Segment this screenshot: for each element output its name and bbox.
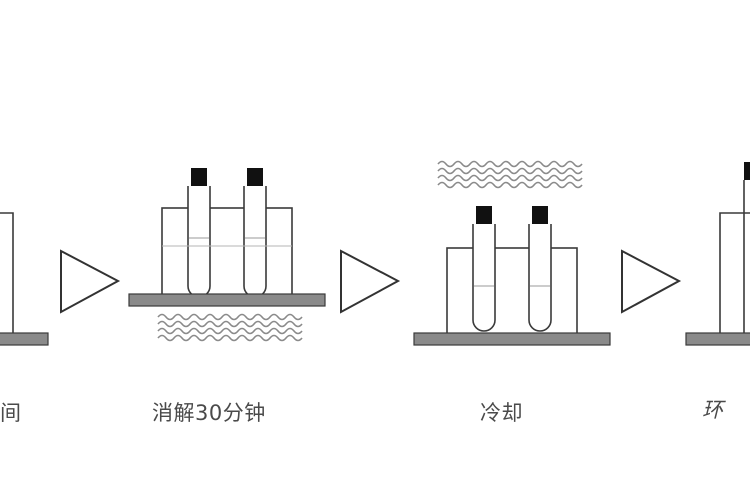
step-2-tube-1-cap — [191, 168, 207, 186]
step-1-platform — [0, 332, 49, 346]
step-3-tube-2-cap — [532, 206, 548, 224]
step-2-rack — [161, 207, 293, 297]
step-3-tube-1-cap — [476, 206, 492, 224]
step-1-rack — [0, 212, 14, 333]
step-4-platform — [685, 332, 750, 346]
step-4-label: 环 — [702, 398, 724, 422]
arrow-1-icon — [60, 249, 121, 314]
arrow-2-icon — [340, 249, 401, 314]
step-3-apparatus — [413, 160, 611, 346]
step-3-rack — [446, 247, 578, 335]
step-2-tube-2 — [243, 168, 267, 298]
step-2-platform — [128, 293, 326, 307]
step-2-tube-1 — [187, 168, 211, 298]
step-2-heat-icon — [157, 313, 303, 342]
step-3-platform — [413, 332, 611, 346]
step-2-apparatus — [128, 168, 326, 342]
arrow-3-icon — [621, 249, 682, 314]
step-4-apparatus — [685, 162, 750, 346]
step-4-tube-cap — [744, 162, 750, 180]
step-3-tube-1 — [472, 206, 496, 332]
step-2-label: 消解30分钟 — [152, 401, 266, 425]
step-4-rack — [719, 212, 750, 333]
step-1-label: 间 — [0, 401, 22, 425]
step-3-vapor-icon — [437, 160, 583, 189]
step-3-label: 冷却 — [480, 401, 523, 425]
step-2-tube-2-cap — [247, 168, 263, 186]
step-3-tube-2 — [528, 206, 552, 332]
step-1-apparatus — [0, 212, 49, 346]
